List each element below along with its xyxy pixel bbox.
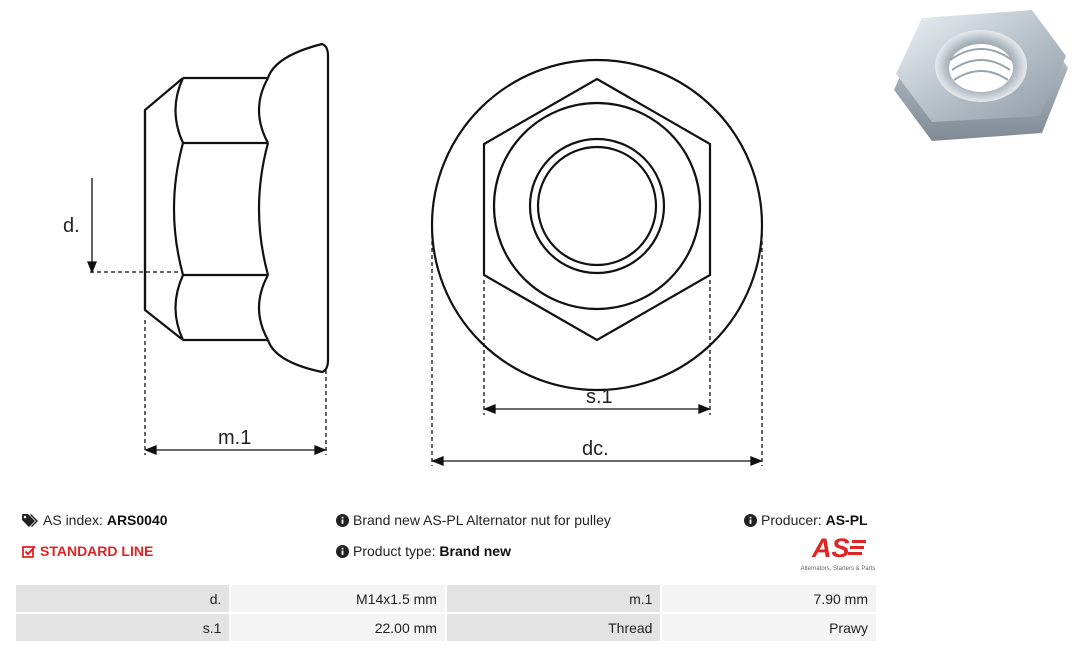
- standard-line-badge: STANDARD LINE: [22, 543, 153, 559]
- product-type-value: Brand new: [439, 543, 511, 559]
- producer: Producer: AS-PL: [744, 512, 868, 528]
- description-text: Brand new AS-PL Alternator nut for pulle…: [353, 512, 611, 528]
- label-s1: s.1: [586, 386, 613, 408]
- table-row: d. M14x1.5 mm m.1 7.90 mm: [13, 583, 878, 614]
- as-pl-logo: AS Alternators, Starters & Parts: [792, 533, 884, 572]
- as-logo-mark: AS: [811, 533, 866, 563]
- label-m1: m.1: [218, 427, 251, 449]
- svg-text:AS: AS: [811, 534, 850, 560]
- specs-table: d. M14x1.5 mm m.1 7.90 mm s.1 22.00 mm T…: [13, 583, 878, 643]
- description: Brand new AS-PL Alternator nut for pulle…: [336, 512, 611, 528]
- check-square-icon: [22, 545, 36, 558]
- standard-line-text: STANDARD LINE: [40, 543, 154, 559]
- info-circle-icon: [336, 545, 349, 558]
- producer-value: AS-PL: [825, 512, 868, 528]
- info-circle-icon: [336, 514, 349, 527]
- spec-value: 22.00 mm: [229, 612, 447, 643]
- logo-tagline: Alternators, Starters & Parts: [800, 566, 876, 572]
- product-type-label: Product type:: [353, 543, 436, 559]
- spec-value: Prawy: [660, 612, 878, 643]
- spec-value: M14x1.5 mm: [229, 583, 447, 614]
- tags-icon: [22, 514, 38, 527]
- as-index-label: AS index:: [43, 512, 103, 528]
- as-index: AS index: ARS0040: [22, 512, 168, 528]
- spec-key: d.: [13, 583, 232, 614]
- label-d: d.: [63, 215, 80, 237]
- spec-key: m.1: [444, 583, 663, 614]
- technical-drawing: m.1 d. s.1 dc.: [63, 42, 764, 466]
- info-circle-icon: [744, 514, 757, 527]
- spec-key: Thread: [444, 612, 663, 643]
- label-dc: dc.: [582, 438, 609, 460]
- nut-photo: [894, 10, 1068, 141]
- table-row: s.1 22.00 mm Thread Prawy: [13, 612, 878, 643]
- producer-label: Producer:: [761, 512, 822, 528]
- product-type: Product type: Brand new: [336, 543, 511, 559]
- as-index-value: ARS0040: [106, 512, 168, 528]
- spec-value: 7.90 mm: [660, 583, 878, 614]
- spec-key: s.1: [13, 612, 232, 643]
